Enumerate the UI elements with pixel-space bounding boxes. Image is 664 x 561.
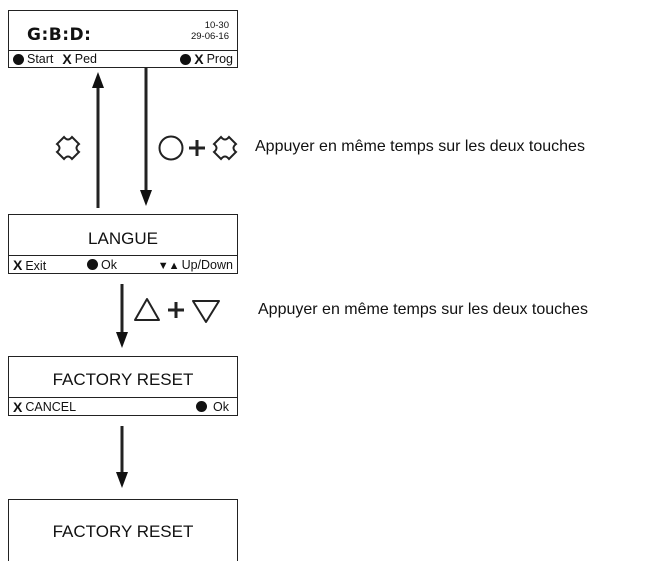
up-triangle-button-icon — [134, 298, 160, 321]
ped-label: Ped — [74, 52, 97, 66]
updown-group: ▼▲Up/Down — [158, 258, 233, 272]
factory-reset-final-title: FACTORY RESET — [52, 522, 194, 541]
updown-label: Up/Down — [181, 257, 233, 272]
brand-logo: G:B:D: — [27, 25, 92, 45]
factory-reset-title: FACTORY RESET — [52, 370, 194, 389]
down-triangle-button-icon — [192, 300, 220, 323]
exit-label: Exit — [25, 258, 47, 273]
home-screen: G:B:D: 10-30 29-06-16 Start X Ped X Prog — [8, 10, 238, 68]
plus-icon-2 — [168, 302, 184, 318]
reset-ok-dot-icon — [196, 401, 208, 412]
arrow-down — [140, 68, 152, 206]
start-label: Start — [27, 52, 54, 66]
instruction-up-down: Appuyer en même temps sur les deux touch… — [258, 301, 588, 318]
arrow-down-3 — [116, 426, 128, 488]
cancel-label: CANCEL — [25, 399, 77, 414]
reset-ok-label: Ok — [213, 399, 229, 414]
ped-x-icon: X — [62, 51, 72, 67]
prog-dot-icon — [180, 53, 192, 65]
version-number: 10-30 — [204, 20, 229, 31]
arrow-down-2 — [116, 284, 128, 348]
ok-label: Ok — [101, 257, 117, 272]
langue-title: LANGUE — [88, 229, 158, 248]
up-down-arrows-icon: ▼▲ — [157, 259, 180, 272]
prog-x-icon: X — [194, 51, 204, 67]
cancel-x-icon: X — [13, 398, 23, 415]
plus-icon — [189, 140, 205, 156]
version-info: 10-30 29-06-16 — [191, 20, 229, 42]
circle-button-icon — [158, 135, 184, 161]
ok-group: Ok — [87, 258, 117, 272]
prog-label: Prog — [206, 52, 233, 66]
version-date: 29-06-16 — [190, 31, 229, 42]
factory-reset-screen: FACTORY RESET X CANCEL Ok — [8, 356, 238, 416]
cross-button-icon-2 — [212, 135, 238, 161]
factory-reset-footer: X CANCEL Ok — [9, 397, 237, 415]
start-dot-icon — [13, 53, 24, 65]
instruction-circle-cross: Appuyer en même temps sur les deux touch… — [255, 138, 585, 155]
arrow-up — [92, 72, 104, 208]
ok-dot-icon — [87, 258, 98, 270]
home-footer: Start X Ped X Prog — [9, 50, 237, 67]
exit-x-icon: X — [13, 256, 23, 273]
cross-button-icon — [55, 135, 81, 161]
factory-reset-final-screen: FACTORY RESET — [8, 499, 238, 561]
